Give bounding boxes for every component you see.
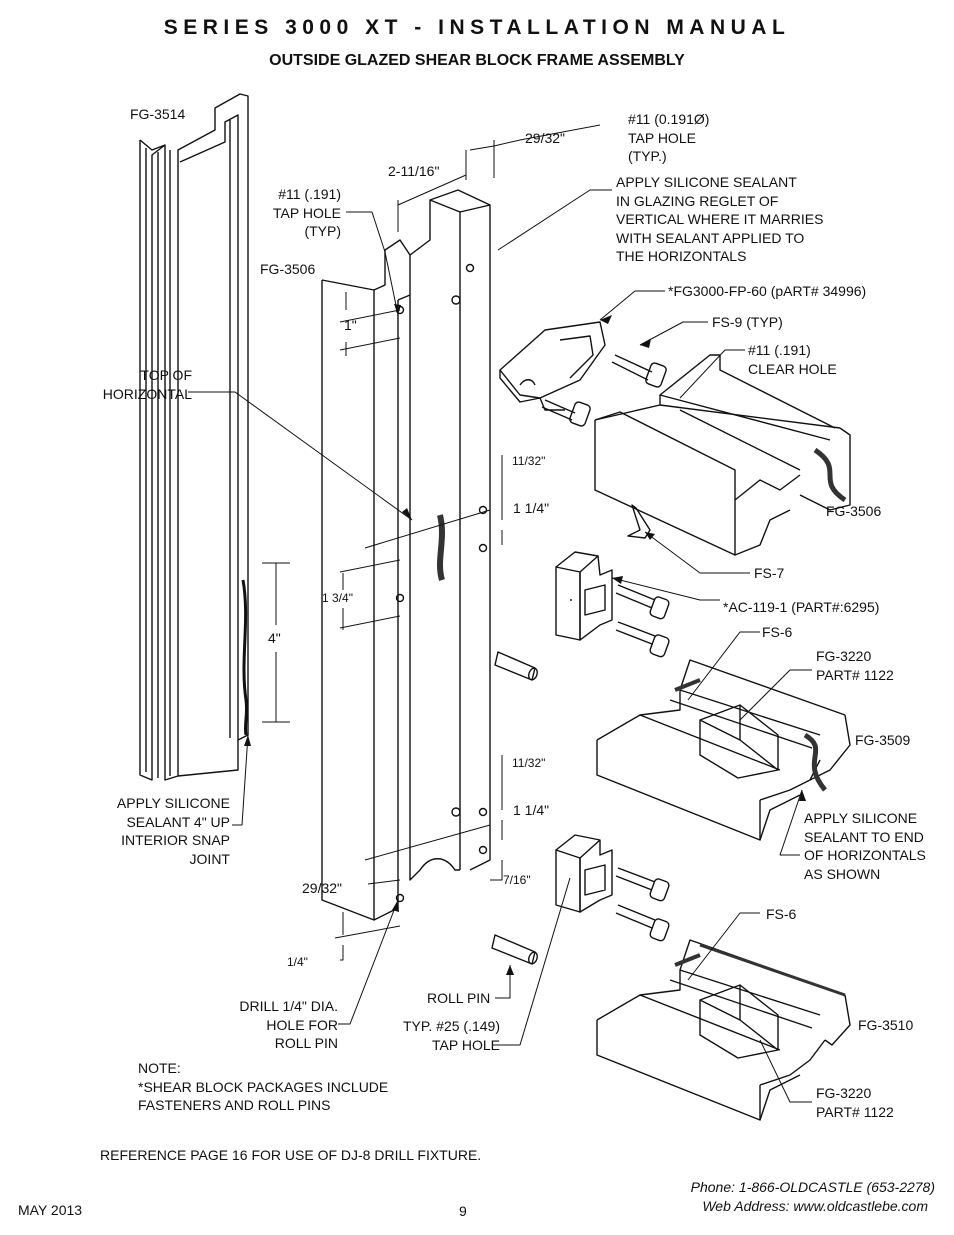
- label-dim-1-3-4: 1 3/4": [322, 591, 353, 605]
- label-dim-11-32-b: 11/32": [512, 756, 546, 770]
- fg3506-vertical: [321, 189, 491, 921]
- label-sealant-note: APPLY SILICONE SEALANT IN GLAZING REGLET…: [616, 174, 824, 264]
- fs9-screws: [541, 354, 667, 427]
- reference-note: REFERENCE PAGE 16 FOR USE OF DJ-8 DRILL …: [100, 1147, 482, 1163]
- page-number: 9: [459, 1203, 467, 1219]
- label-apply-end: APPLY SILICONE SEALANT TO END OF HORIZON…: [804, 810, 926, 882]
- fs6-screws-lower: [615, 867, 670, 942]
- fg3514-profile: [139, 93, 249, 781]
- label-fg3220-a: FG-3220 PART# 1122: [816, 648, 894, 683]
- footer-date: MAY 2013: [18, 1202, 83, 1218]
- label-dim-29-32-bottom: 29/32": [302, 880, 343, 896]
- note: NOTE: *SHEAR BLOCK PACKAGES INCLUDE FAST…: [138, 1060, 389, 1113]
- label-dim-1-1-4-b: 1 1/4": [513, 802, 550, 818]
- label-fg3220-b: FG-3220 PART# 1122: [816, 1085, 894, 1120]
- label-tap-hole-left: #11 (.191) TAP HOLE (TYP): [273, 186, 341, 239]
- roll-pin-upper: [494, 651, 538, 681]
- fs6-screws-upper: [615, 584, 670, 658]
- label-fg3510: FG-3510: [858, 1017, 914, 1033]
- label-roll-pin: ROLL PIN: [427, 990, 491, 1006]
- label-dim-4: 4": [268, 630, 281, 646]
- label-fg3506-left: FG-3506: [260, 261, 316, 277]
- label-dim-1-4: 1/4": [287, 955, 308, 969]
- footer-phone: Phone: 1-866-OLDCASTLE (653-2278): [690, 1179, 935, 1195]
- label-typ25: TYP. #25 (.149) TAP HOLE: [402, 1018, 500, 1053]
- label-top-of-horizontal: TOP OF HORIZONTAL: [102, 367, 192, 402]
- label-clear-hole: #11 (.191) CLEAR HOLE: [748, 342, 837, 377]
- footer-web: Web Address: www.oldcastlebe.com: [702, 1198, 928, 1214]
- fg3510-horizontal: [596, 939, 851, 1121]
- label-apply-4in: APPLY SILICONE SEALANT 4" UP INTERIOR SN…: [116, 795, 230, 867]
- page-subtitle: OUTSIDE GLAZED SHEAR BLOCK FRAME ASSEMBL…: [269, 52, 685, 69]
- label-dim-29-32-top: 29/32": [525, 130, 566, 146]
- label-dim-7-16: 7/16": [503, 873, 531, 887]
- label-fg3514: FG-3514: [130, 106, 186, 122]
- label-dim-1: 1": [344, 317, 357, 333]
- label-tap-hole-top: #11 (0.191Ø) TAP HOLE (TYP.): [628, 111, 710, 164]
- fg3506-horizontal: [594, 354, 851, 556]
- label-fg3509: FG-3509: [855, 732, 911, 748]
- page-title: SERIES 3000 XT - INSTALLATION MANUAL: [163, 16, 791, 39]
- label-fp60: *FG3000-FP-60 (pART# 34996): [668, 283, 867, 299]
- label-ac119: *AC-119-1 (PART#:6295): [723, 599, 880, 615]
- label-fg3506-right: FG-3506: [826, 503, 882, 519]
- label-fs9: FS-9 (TYP): [712, 314, 783, 330]
- label-fs6-a: FS-6: [762, 624, 793, 640]
- label-drill: DRILL 1/4" DIA. HOLE FOR ROLL PIN: [239, 998, 338, 1051]
- ac119-shear-block-lower: [555, 834, 613, 913]
- fp60-shear-block: [499, 321, 606, 411]
- label-dim-11-32-a: 11/32": [512, 454, 546, 468]
- roll-pin-lower: [491, 934, 538, 965]
- label-dim-2-11-16: 2-11/16": [388, 163, 440, 179]
- label-dim-1-1-4-a: 1 1/4": [513, 500, 550, 516]
- label-fs6-b: FS-6: [766, 906, 797, 922]
- ac119-shear-block: [555, 551, 613, 641]
- fg3509-horizontal: [596, 659, 851, 841]
- label-fs7: FS-7: [754, 565, 785, 581]
